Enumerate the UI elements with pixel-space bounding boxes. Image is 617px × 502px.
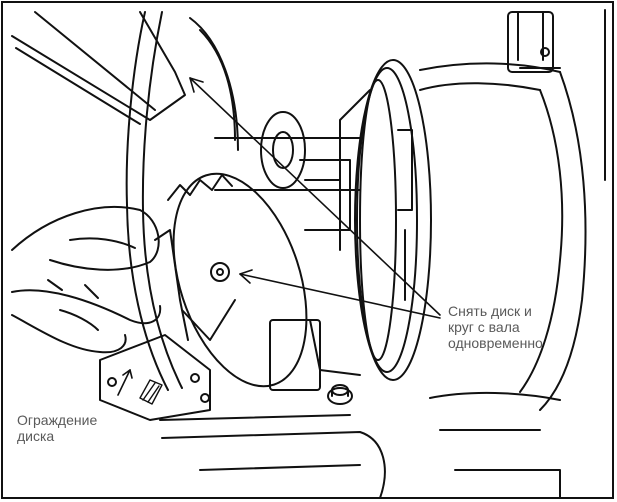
callout-line-3: одновременно (448, 335, 543, 351)
left-drum (125, 11, 239, 391)
saw-blade (167, 172, 308, 388)
bolt (327, 384, 353, 405)
right-machine-body (419, 9, 606, 411)
top-right-bracket (507, 11, 561, 73)
arrow-short (239, 273, 441, 319)
hands (11, 206, 162, 354)
guard-label-line-1: Ограждение (17, 412, 98, 428)
removal-arrows (117, 77, 441, 396)
callout-line-1: Снять диск и (448, 303, 532, 319)
arrow-short-head (239, 269, 253, 284)
guard-label-marker (139, 379, 163, 405)
guard-label-line-2: диска (17, 428, 55, 444)
right-disc (339, 59, 432, 381)
callout-line-2: круг с вала (448, 319, 520, 335)
base-housing (159, 319, 561, 499)
disc-guard-callout: Ограждение диска (17, 412, 97, 444)
arrow-long-head (189, 77, 204, 93)
disc-guard-part (99, 229, 211, 421)
shaft-assembly (214, 111, 361, 231)
arrow-guard (117, 369, 131, 396)
arrow-long (189, 77, 441, 316)
remove-disc-callout: Снять диск и круг с вала одновременно (448, 303, 543, 351)
arrow-guard-head (122, 369, 133, 379)
upper-housing (11, 11, 186, 125)
